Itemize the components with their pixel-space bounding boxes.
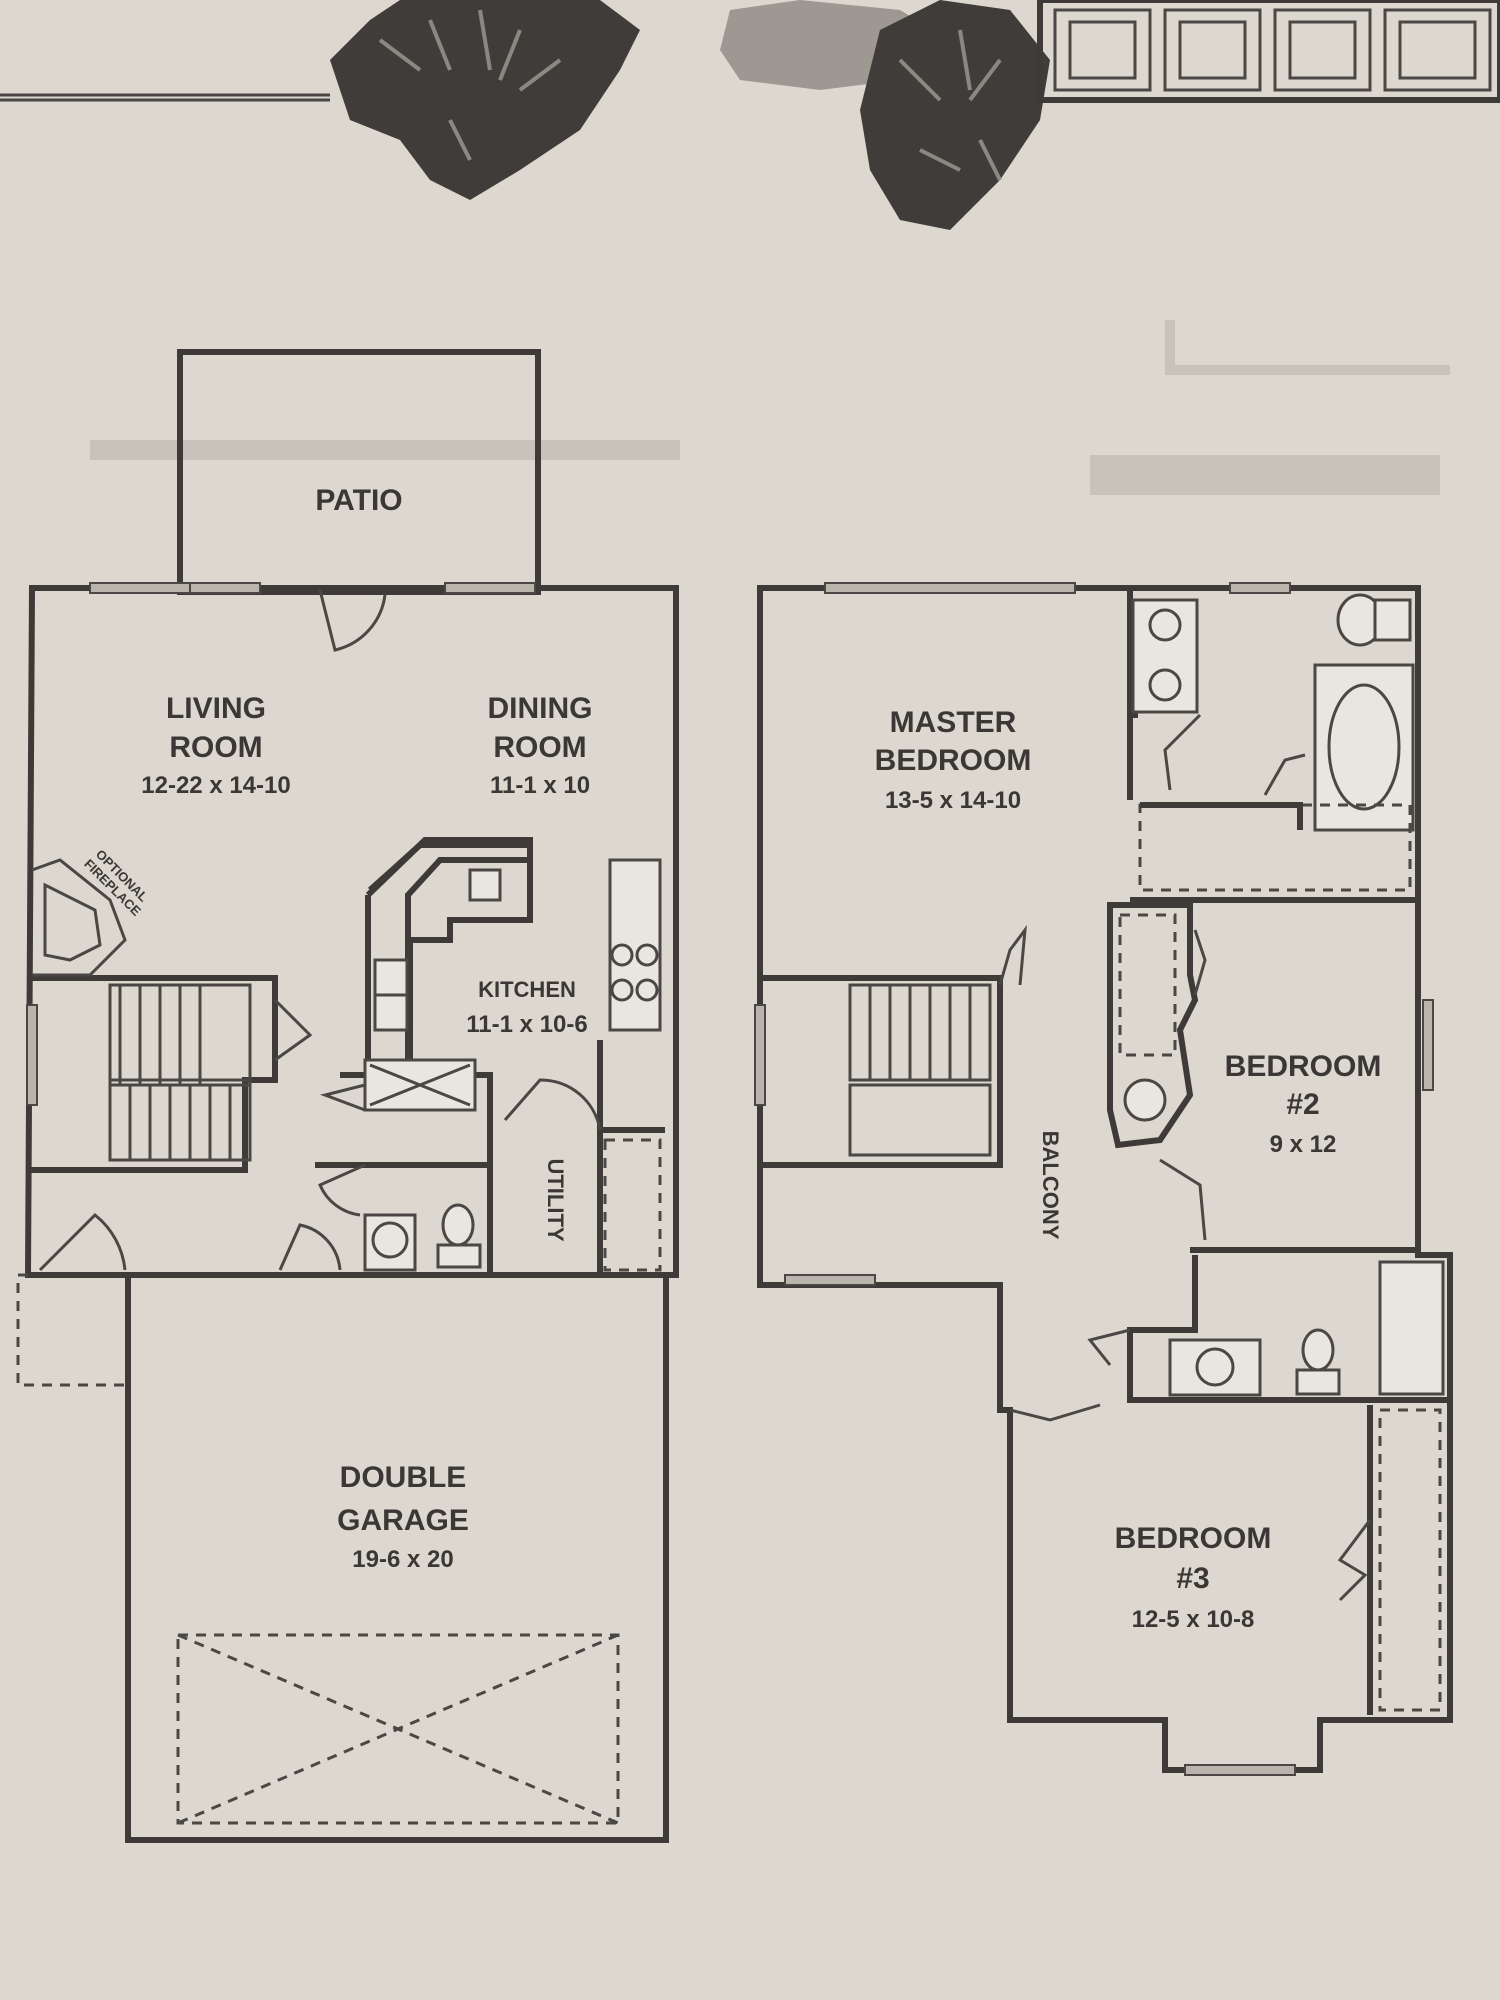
fireplace-icon: OPTIONAL FIREPLACE	[31, 847, 151, 977]
window	[89, 582, 191, 594]
balcony-label: BALCONY	[1038, 1131, 1063, 1240]
half-bath	[315, 1162, 490, 1272]
utility-label: UTILITY	[543, 1158, 568, 1241]
master-bedroom-label-line1: MASTER	[890, 706, 1017, 739]
bedroom-3-label-line2: #3	[1176, 1562, 1209, 1595]
washer-dryer-icon	[603, 1138, 662, 1272]
double-vanity-icon	[1131, 598, 1199, 714]
window	[1184, 1764, 1296, 1776]
master-bedroom-label-line2: BEDROOM	[875, 744, 1032, 777]
master-bedroom-size: 13-5 x 14-10	[885, 787, 1021, 814]
patio-outline	[177, 349, 541, 595]
bedroom-3-closet	[1337, 1405, 1442, 1715]
bedroom-2-label-line1: BEDROOM	[1225, 1050, 1382, 1083]
garage-door-outline	[176, 1633, 620, 1825]
kitchen-size: 11-1 x 10-6	[466, 1011, 587, 1038]
garage-label-line1: DOUBLE	[340, 1461, 467, 1494]
bathtub-icon	[1313, 663, 1415, 832]
dining-room-label-line1: DINING	[488, 692, 593, 725]
toilet-icon	[441, 1203, 475, 1247]
toilet-icon	[1301, 1328, 1335, 1372]
kitchen-label: KITCHEN	[478, 977, 576, 1002]
bedroom-3-size: 12-5 x 10-8	[1132, 1606, 1255, 1633]
master-bath	[1127, 590, 1418, 903]
second-floor-plan: MASTER BEDROOM 13-5 x 14-10 BEDROOM #2 9…	[754, 582, 1453, 1776]
faint-bleed-through	[90, 320, 1450, 495]
window	[189, 582, 261, 594]
stairs-second-floor	[760, 924, 1027, 1168]
garage-outer-wall	[125, 1272, 669, 1843]
window	[824, 582, 1076, 594]
first-floor-plan: OPTIONAL FIREPLACE	[16, 349, 679, 1843]
living-room-size: 12-22 x 14-10	[141, 772, 290, 799]
window	[1229, 582, 1291, 594]
bathtub-icon	[1378, 1260, 1445, 1396]
window	[1422, 999, 1434, 1091]
kitchen-counters	[319, 837, 662, 1275]
utility-room	[503, 1040, 665, 1275]
living-room-label-line2: ROOM	[169, 731, 262, 764]
window	[754, 1004, 766, 1106]
front-door-swing	[38, 1212, 127, 1272]
window	[444, 582, 536, 594]
water-heater-icon	[1123, 1078, 1167, 1122]
window	[26, 1004, 38, 1106]
garage-size: 19-6 x 20	[352, 1546, 453, 1573]
patio-door-swing	[318, 589, 387, 652]
dining-room-label-line2: ROOM	[493, 731, 586, 764]
shrub-left-icon	[330, 0, 640, 200]
second-floor-outer-wall	[757, 585, 1453, 1773]
stairs-first-floor	[28, 975, 313, 1173]
exterior-illustration	[0, 0, 1500, 495]
patio-label: PATIO	[315, 484, 402, 517]
window-row-icon	[1037, 0, 1500, 103]
dining-room-size: 11-1 x 10	[490, 772, 590, 799]
bedroom-2-closet	[1107, 902, 1418, 1253]
garage-door-swing	[278, 1223, 342, 1271]
refrigerator-icon	[468, 868, 502, 902]
bedroom-3-label-line1: BEDROOM	[1115, 1522, 1272, 1555]
living-room-label-line1: LIVING	[166, 692, 266, 725]
shrub-center-icon	[720, 0, 1050, 230]
entry-dashed-outline	[16, 1273, 128, 1387]
bedroom-2-label-line2: #2	[1286, 1088, 1319, 1121]
hall-bath	[1009, 1255, 1450, 1422]
garage-label-line2: GARAGE	[337, 1504, 469, 1537]
bedroom-2-size: 9 x 12	[1270, 1131, 1337, 1158]
window	[784, 1274, 876, 1286]
